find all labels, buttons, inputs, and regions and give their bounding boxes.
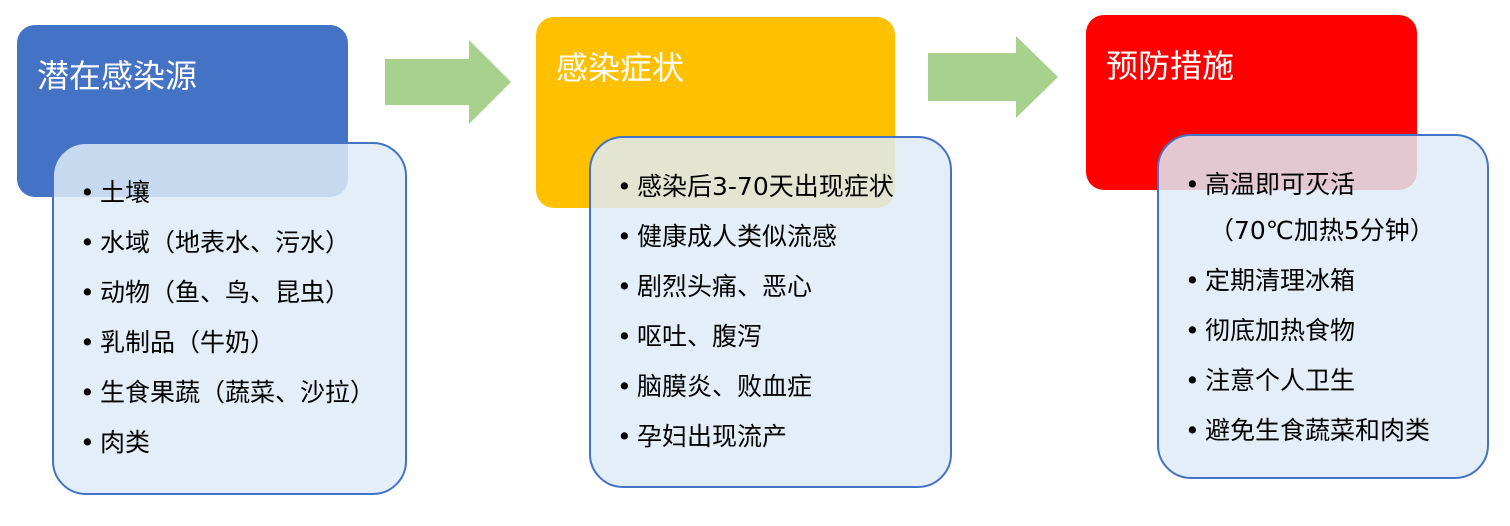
stage-title: 预防措施 [1106,47,1235,85]
list-item: 生食果蔬（蔬菜、沙拉） [80,368,405,418]
list-item-note: （70℃加热5分钟） [1209,216,1435,245]
list-item: 肉类 [80,418,405,468]
stage-list-symptoms: 感染后3-70天出现症状 健康成人类似流感 剧烈头痛、恶心 呕吐、腹泻 脑膜炎、… [589,136,952,488]
right-arrow-icon [385,40,511,124]
stage-list-prevention: 高温即可灭活 （70℃加热5分钟） 定期清理冰箱 彻底加热食物 注意个人卫生 避… [1157,134,1489,479]
stage-list-sources: 土壤 水域（地表水、污水） 动物（鱼、鸟、昆虫） 乳制品（牛奶） 生食果蔬（蔬菜… [52,142,407,495]
list-item: 孕妇出现流产 [617,412,950,462]
list-item: 健康成人类似流感 [617,212,950,262]
list-item: 水域（地表水、污水） [80,218,405,268]
list-item: 剧烈头痛、恶心 [617,262,950,312]
list-item: 注意个人卫生 [1185,356,1487,406]
list-item-text: 高温即可灭活 [1205,170,1356,199]
list-item: 高温即可灭活 （70℃加热5分钟） [1185,160,1487,256]
list-item: 乳制品（牛奶） [80,318,405,368]
list-item: 定期清理冰箱 [1185,256,1487,306]
list-item: 呕吐、腹泻 [617,312,950,362]
stage-title: 感染症状 [556,49,685,87]
list-item: 土壤 [80,168,405,218]
list-item: 脑膜炎、败血症 [617,362,950,412]
list-item: 感染后3-70天出现症状 [617,162,950,212]
right-arrow-icon [928,36,1058,118]
list-item: 避免生食蔬菜和肉类 [1185,406,1487,456]
list-item: 彻底加热食物 [1185,306,1487,356]
stage-title: 潜在感染源 [37,57,198,95]
list-item: 动物（鱼、鸟、昆虫） [80,268,405,318]
